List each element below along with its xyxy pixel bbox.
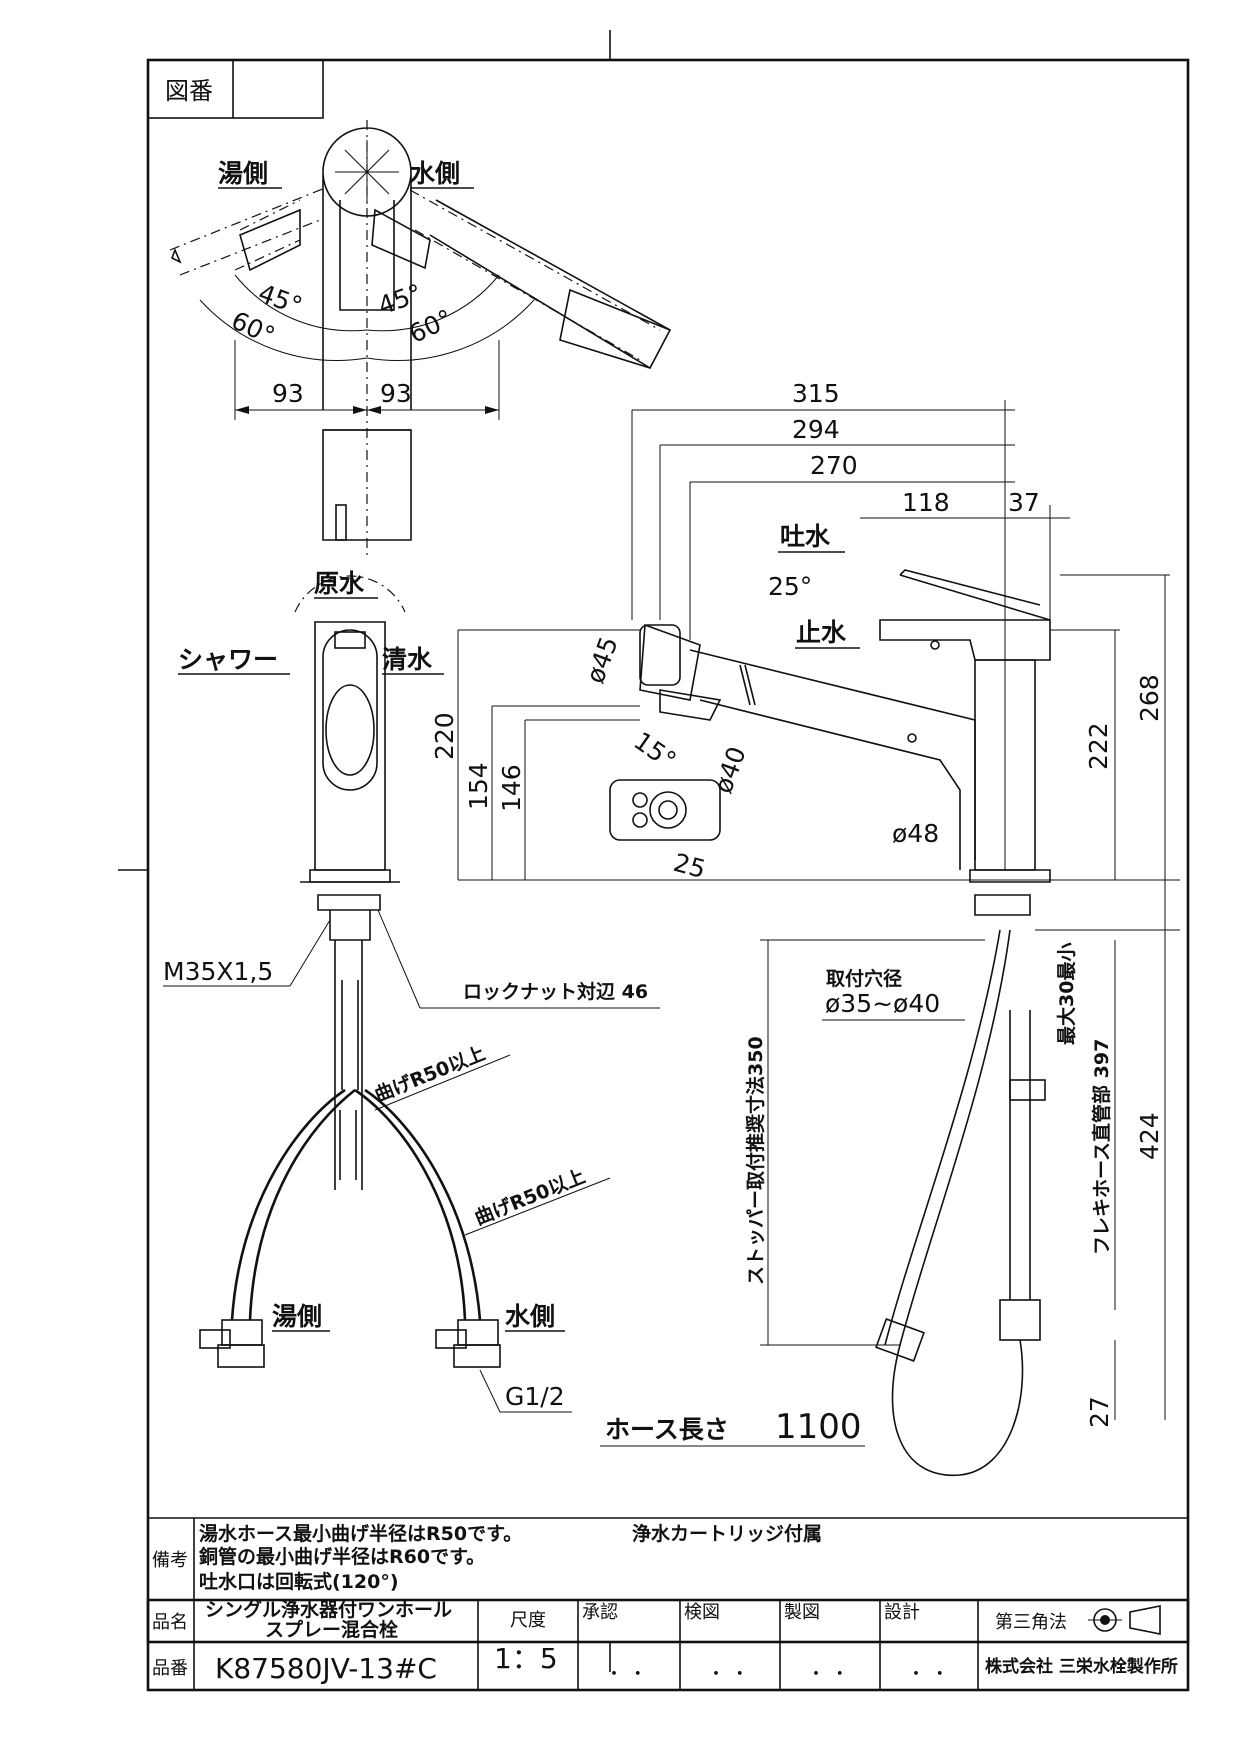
draft-label: 製図 <box>784 1602 820 1623</box>
product-number: K87580JV-13#C <box>215 1652 437 1685</box>
angle-45-left: 45° <box>255 278 307 320</box>
bend-radius-1: 曲げR50以上 <box>372 1042 489 1106</box>
side-view <box>457 400 1180 1476</box>
dim-222: 222 <box>1084 722 1113 770</box>
angle-45-right: 45° <box>374 278 426 320</box>
number-label: 品番 <box>152 1658 188 1679</box>
drawing-frame <box>146 58 1190 1644</box>
front-hot-side: 湯側 <box>272 1302 322 1331</box>
design-dots: ・ ・ <box>907 1664 949 1685</box>
note-line-3: 吐水口は回転式(120°) <box>199 1570 399 1593</box>
scale-label: 尺度 <box>510 1610 546 1631</box>
note-line-1-right: 浄水カートリッジ付属 <box>632 1522 822 1545</box>
dia-48: ø48 <box>892 819 939 848</box>
design-label: 設計 <box>884 1602 920 1623</box>
stop-water-label: 止水 <box>796 618 847 647</box>
top-hot-side: 湯側 <box>218 159 268 188</box>
name-label: 品名 <box>152 1612 188 1633</box>
dim-220: 220 <box>430 712 459 760</box>
draft-dots: ・ ・ <box>807 1664 849 1685</box>
drawing-number-box <box>147 59 324 119</box>
purified-water-label: 清水 <box>382 645 433 674</box>
angle-60-right: 60° <box>405 304 457 349</box>
dim-424: 424 <box>1135 1112 1164 1160</box>
scale-value: 1：5 <box>494 1642 558 1675</box>
dim-25: 25 <box>670 848 708 884</box>
dim-146: 146 <box>497 764 526 812</box>
angle-25: 25° <box>768 572 812 601</box>
locknut-label: ロックナット対辺 46 <box>463 980 648 1003</box>
dia-40: ø40 <box>708 743 751 797</box>
third-angle-projection-icon <box>1088 1605 1161 1635</box>
hose-length-label: ホース長さ <box>605 1415 729 1444</box>
dim-315: 315 <box>792 379 840 408</box>
approve-dots: ・ ・ <box>605 1664 647 1685</box>
dim-93-right: 93 <box>380 379 412 408</box>
front-cold-side: 水側 <box>505 1302 555 1331</box>
max-30-label: 最大30最小 <box>1055 943 1078 1045</box>
mount-hole-value: ø35~ø40 <box>825 989 940 1018</box>
spout-water-label: 吐水 <box>780 522 831 551</box>
projection-label: 第三角法 <box>995 1612 1067 1633</box>
top-cold-side: 水側 <box>410 159 460 188</box>
top-view <box>169 120 672 560</box>
hose-length-value: 1100 <box>775 1407 862 1447</box>
mount-hole-label: 取付穴径 <box>826 967 902 990</box>
dim-27: 27 <box>1085 1396 1114 1428</box>
stopper-dim-label: ストッパー取付推奨寸法350 <box>744 1036 767 1285</box>
dim-37: 37 <box>1008 488 1040 517</box>
dia-45: ø45 <box>580 633 623 687</box>
approve-label: 承認 <box>582 1602 618 1623</box>
raw-water-label: 原水 <box>314 569 365 598</box>
shower-label: シャワー <box>178 645 278 674</box>
thread-label: M35X1,5 <box>163 957 273 986</box>
flex-hose-label: フレキホース直管部 397 <box>1090 1039 1113 1255</box>
product-name-line2: スプレー混合栓 <box>265 1618 398 1641</box>
front-view <box>199 575 501 1368</box>
note-line-2: 銅管の最小曲げ半径はR60です。 <box>199 1545 485 1568</box>
check-dots: ・ ・ <box>707 1664 749 1685</box>
dim-118: 118 <box>902 488 950 517</box>
product-name-line1: シングル浄水器付ワンホール <box>205 1598 452 1621</box>
drawing-number-label: 図番 <box>165 77 213 105</box>
dim-294: 294 <box>792 415 840 444</box>
notes-label: 備考 <box>152 1550 188 1571</box>
dim-268: 268 <box>1135 674 1164 722</box>
dim-270: 270 <box>810 451 858 480</box>
bend-radius-2: 曲げR50以上 <box>472 1165 589 1229</box>
company-name: 株式会社 三栄水栓製作所 <box>985 1656 1178 1677</box>
check-label: 検図 <box>684 1602 720 1623</box>
dim-154: 154 <box>464 762 493 810</box>
note-line-1: 湯水ホース最小曲げ半径はR50です。 <box>199 1522 522 1545</box>
dim-93-left: 93 <box>272 379 304 408</box>
angle-15: 15° <box>629 726 682 775</box>
pipe-thread-label: G1/2 <box>505 1382 565 1411</box>
